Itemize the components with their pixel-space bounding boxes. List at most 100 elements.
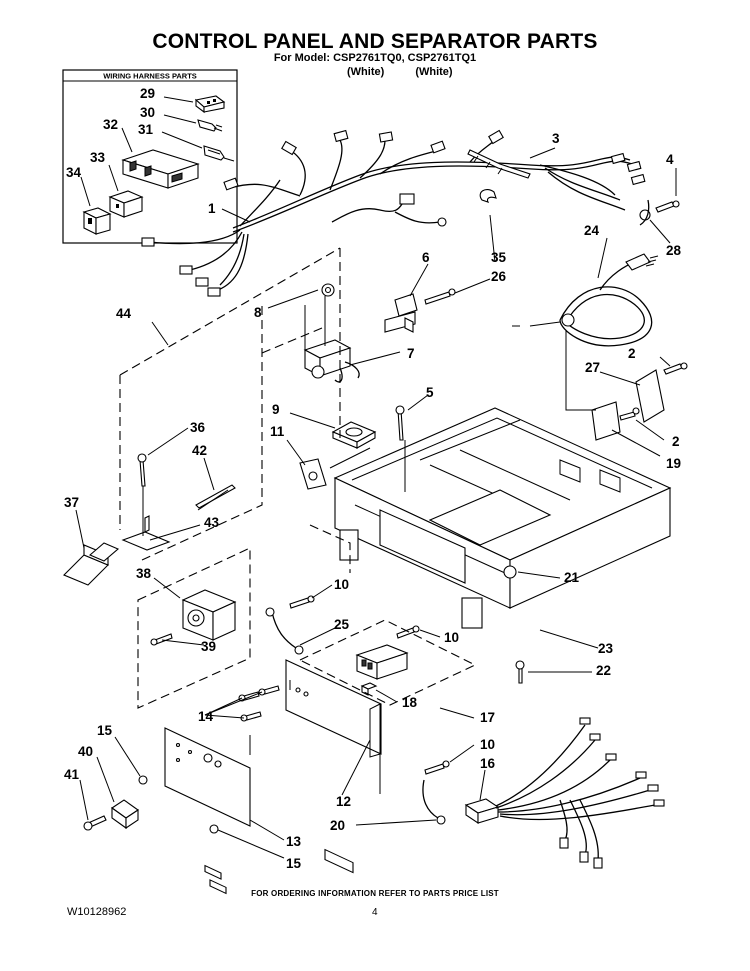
callout-28: 28 [666, 243, 682, 258]
terminal-part-31 [203, 145, 235, 162]
rod-part-42 [195, 484, 236, 509]
callout-10-b: 10 [444, 630, 459, 645]
callout-24: 24 [584, 223, 600, 238]
callout-21: 21 [564, 570, 580, 585]
page-title: CONTROL PANEL AND SEPARATOR PARTS [152, 30, 598, 53]
callout-32: 32 [103, 117, 118, 132]
document-number: W10128962 [67, 906, 127, 918]
bracket-part-27 [635, 369, 665, 423]
callout-19: 19 [666, 456, 681, 471]
callout-4: 4 [666, 152, 674, 167]
connector-part-33 [108, 190, 144, 218]
callout-10-c: 10 [480, 737, 495, 752]
terminal-part-41 [83, 815, 107, 831]
callout-44: 44 [116, 306, 132, 321]
terminal-part-30 [197, 119, 217, 132]
ground-wire-part-20 [422, 779, 446, 825]
callout-33: 33 [90, 150, 106, 165]
callout-39: 39 [201, 639, 216, 654]
callout-41: 41 [64, 767, 80, 782]
ordering-note: FOR ORDERING INFORMATION REFER TO PARTS … [251, 889, 499, 898]
control-bracket-part-12 [285, 659, 382, 874]
lower-harness-part-16 [464, 717, 665, 869]
screw-part-22 [515, 660, 525, 684]
callout-2-upper: 2 [628, 346, 636, 361]
callout-leaders [75, 147, 677, 859]
screw-part-26 [424, 288, 456, 305]
callout-2-lower: 2 [672, 434, 680, 449]
callout-5: 5 [426, 385, 434, 400]
wire-tie-part-3 [467, 149, 531, 179]
motor-part-38 [181, 589, 237, 641]
callout-8: 8 [254, 305, 262, 320]
ground-screw-part-4 [655, 200, 680, 213]
ground-wire-part-25 [265, 607, 304, 655]
callout-27: 27 [585, 360, 600, 375]
callout-25: 25 [334, 617, 350, 632]
callout-38: 38 [136, 566, 152, 581]
screw-part-39 [150, 633, 173, 646]
screw-part-10-c [424, 760, 450, 775]
screws-part-14 [238, 685, 280, 722]
callout-30: 30 [140, 105, 155, 120]
callout-11: 11 [270, 424, 285, 439]
bushing-part-21 [503, 565, 517, 579]
callout-34: 34 [66, 165, 82, 180]
screw-part-5 [395, 405, 405, 441]
callout-36: 36 [190, 420, 206, 435]
lamp-socket-part-40 [111, 799, 139, 830]
model-line: For Model: CSP2761TQ0, CSP2761TQ1 [273, 52, 477, 64]
callout-15-b: 15 [286, 856, 302, 871]
variant-2: (White) [415, 66, 453, 78]
callout-29: 29 [140, 86, 155, 101]
main-wiring-harness [141, 129, 646, 297]
callout-40: 40 [78, 744, 93, 759]
callout-1: 1 [208, 201, 216, 216]
handle-part-37 [63, 542, 120, 586]
switch-block-part-18 [355, 644, 409, 696]
screw-part-36 [137, 453, 147, 487]
callout-31: 31 [138, 122, 154, 137]
connector-part-34 [82, 207, 112, 235]
terminal-block-part-32 [121, 149, 200, 189]
wiring-harness-inset: WIRING HARNESS PARTS [62, 69, 238, 244]
washer-part-28 [639, 199, 651, 226]
screw-part-15-b [209, 824, 219, 834]
callout-37: 37 [64, 495, 79, 510]
connector-part-29 [194, 95, 226, 114]
callout-35: 35 [491, 250, 507, 265]
callout-23: 23 [598, 641, 614, 656]
callout-16: 16 [480, 756, 496, 771]
cam-part-9 [331, 421, 377, 449]
control-panel-part-13 [164, 727, 251, 895]
inset-title: WIRING HARNESS PARTS [103, 72, 197, 81]
screw-part-2-lower [619, 407, 640, 421]
callout-10-a: 10 [334, 577, 349, 592]
callout-3: 3 [552, 131, 560, 146]
variant-1: (White) [347, 66, 385, 78]
power-cord-part-24 [512, 253, 659, 347]
callout-15-a: 15 [97, 723, 113, 738]
screw-part-15-a [138, 775, 148, 785]
bracket-part-6 [384, 293, 418, 333]
screw-part-10-a [289, 595, 315, 609]
callout-26: 26 [491, 269, 507, 284]
bracket-part-19 [591, 401, 621, 441]
model-variants: (White) (White) [347, 66, 481, 78]
callout-43: 43 [204, 515, 220, 530]
bracket-part-43 [121, 515, 171, 551]
callout-6: 6 [422, 250, 430, 265]
callout-12: 12 [336, 794, 351, 809]
callout-14: 14 [198, 709, 214, 724]
screw-part-10-b [396, 625, 420, 639]
switch-part-7 [303, 339, 360, 383]
callout-7: 7 [407, 346, 415, 361]
screw-part-2-upper [663, 362, 688, 375]
page-number: 4 [372, 907, 378, 918]
callout-17: 17 [480, 710, 495, 725]
nut-part-8 [321, 283, 335, 297]
callout-18: 18 [402, 695, 418, 710]
callout-22: 22 [596, 663, 611, 678]
callout-20: 20 [330, 818, 345, 833]
